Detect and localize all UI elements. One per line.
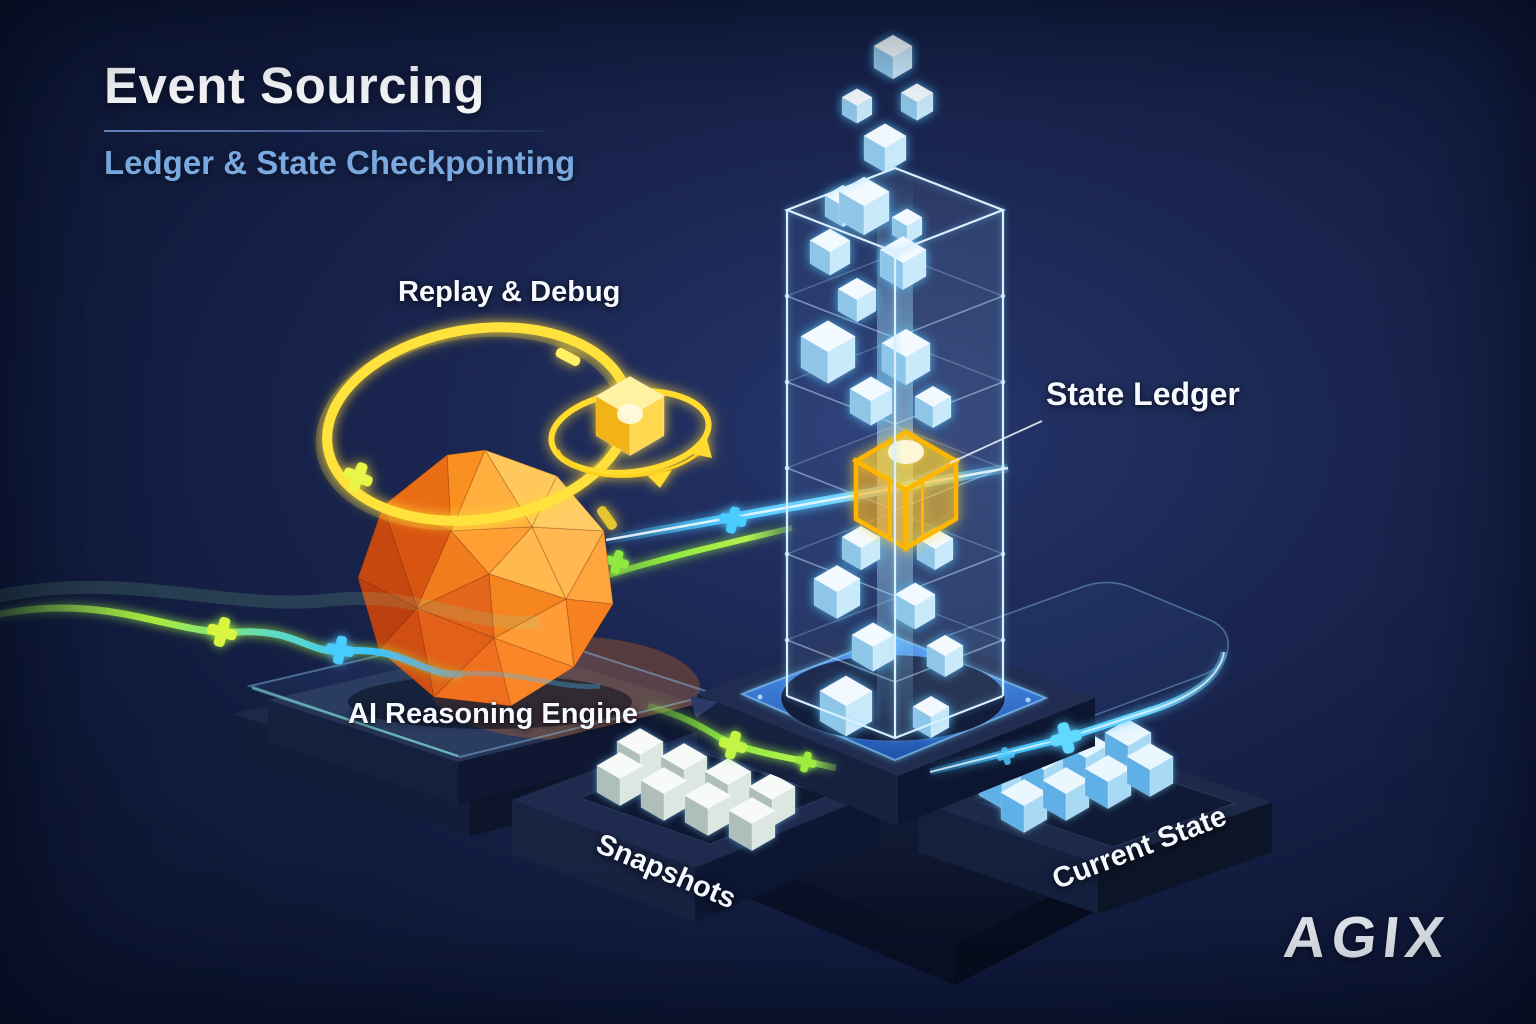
state-ledger-tower	[561, 34, 1009, 750]
event-inflow	[0, 580, 601, 690]
replay-loop	[315, 322, 712, 531]
replay-event-cube	[595, 376, 665, 456]
flow-to-snapshots	[647, 696, 837, 775]
flow-to-current-state	[929, 651, 1228, 776]
state-ledger-leader	[904, 420, 1043, 484]
checkpoint-cube	[851, 429, 961, 552]
tower-frame	[783, 166, 1007, 740]
